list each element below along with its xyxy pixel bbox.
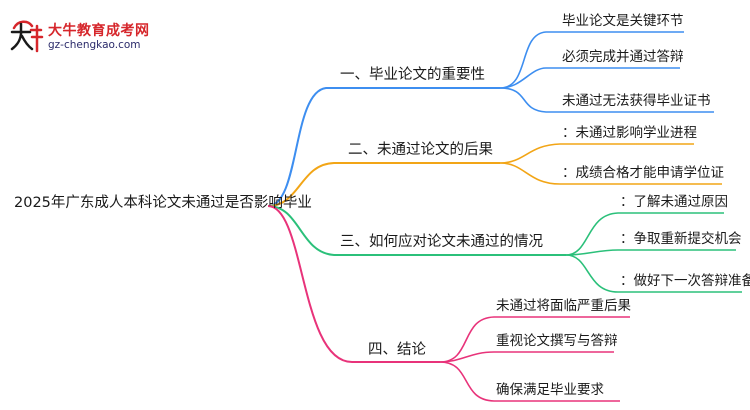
- edge-branch3-leaf1: [565, 212, 724, 256]
- branch-1-leaf-3: 未通过无法获得毕业证书: [562, 93, 711, 109]
- edge-branch3-leaf2: [565, 249, 736, 256]
- branch-1-leaf-1: 毕业论文是关键环节: [562, 13, 684, 29]
- branch-4-leaf-2: 重视论文撰写与答辩: [496, 333, 618, 349]
- edge-branch1-leaf1: [499, 31, 684, 89]
- edge-branch1-leaf2: [499, 67, 680, 89]
- edge-branch2-leaf1: [499, 143, 694, 164]
- logo-mark-icon: [10, 20, 44, 53]
- edge-branch1-leaf3: [499, 87, 714, 113]
- edge-root-branch3: [267, 205, 566, 256]
- branch-1-leaf-2: 必须完成并通过答辩: [562, 49, 684, 65]
- edge-root-branch4: [267, 205, 440, 363]
- logo-title: 大牛教育成考网: [48, 23, 150, 39]
- edge-root-branch1: [267, 87, 500, 207]
- branch-3-leaf-3: ：做好下一次答辩准备: [620, 273, 750, 289]
- branch-4-leaf-3: 确保满足毕业要求: [496, 382, 604, 398]
- branch-2-leaf-2: ：成绩合格才能申请学位证: [562, 165, 724, 181]
- branch-2-leaf-1: ：未通过影响学业进程: [562, 125, 697, 141]
- branch-2-label: 二、未通过论文的后果: [348, 142, 493, 158]
- branch-4-leaf-1: 未通过将面临严重后果: [496, 298, 631, 314]
- branch-4-label: 四、结论: [368, 342, 426, 358]
- edge-branch2-leaf2: [499, 162, 722, 185]
- root-node: 2025年广东成人本科论文未通过是否影响毕业: [14, 195, 312, 211]
- branch-3-leaf-2: ：争取重新提交机会: [620, 231, 742, 247]
- edge-root-branch2: [267, 162, 500, 207]
- logo-url: gz-chengkao.com: [48, 39, 141, 51]
- edge-branch4-leaf1: [439, 316, 630, 363]
- branch-3-leaf-1: ：了解未通过原因: [620, 194, 728, 210]
- branch-3-label: 三、如何应对论文未通过的情况: [340, 234, 543, 250]
- branch-1-label: 一、毕业论文的重要性: [340, 67, 485, 83]
- edge-branch4-leaf3: [439, 361, 620, 402]
- edge-branch4-leaf2: [439, 351, 614, 363]
- site-logo: 大牛教育成考网 gz-chengkao.com: [8, 18, 178, 54]
- edge-branch3-leaf3: [565, 254, 742, 293]
